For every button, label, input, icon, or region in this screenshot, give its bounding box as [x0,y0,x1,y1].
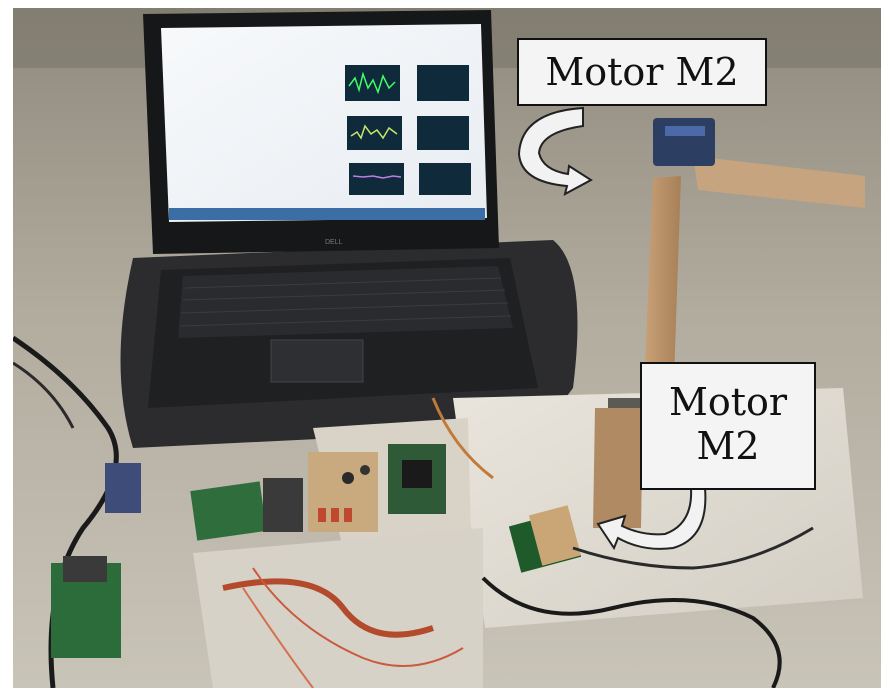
arm-post [643,176,681,410]
rotation-arrow-bottom [596,487,707,551]
experimental-setup-photo: DELL [13,8,881,688]
laptop-screen [161,24,487,222]
callout-motor-m2-bottom: Motor M2 [640,362,816,490]
keyboard [178,266,513,338]
ribbon-cable [222,578,434,638]
battery-holder [263,478,303,532]
callout-motor-m2-top: Motor M2 [517,38,767,106]
wireless-module-board [190,481,267,541]
touchpad [270,339,364,383]
laptop-brand: DELL [325,239,343,246]
usb-cable [481,576,782,688]
servo-motor-top [653,118,715,166]
prototype-board [528,505,581,566]
arm-horizontal [693,156,865,208]
serial-adapter [105,463,141,513]
callout-bottom-line2: M2 [696,424,760,468]
callout-bottom-line1: Motor [668,380,788,424]
scope-graphs [345,65,471,195]
taskbar [169,208,485,220]
callout-top-label: Motor M2 [545,50,739,94]
rotation-arrow-top [517,106,593,196]
lower-board [193,528,483,688]
